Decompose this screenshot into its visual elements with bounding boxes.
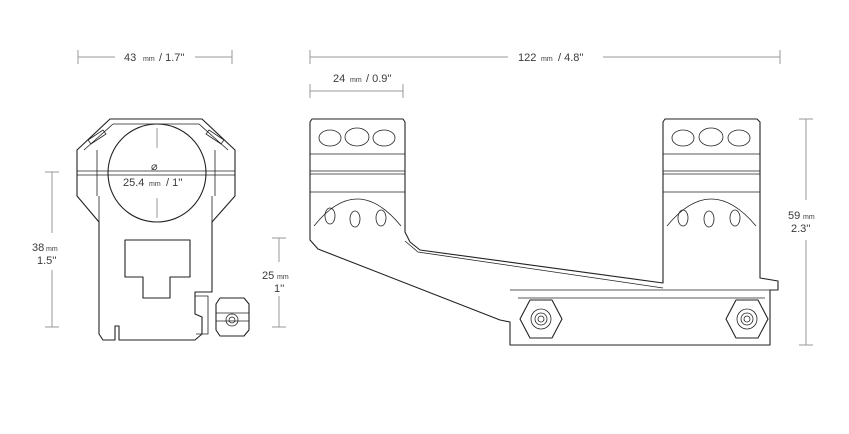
- center-height-dimension: 25 mm 1'': [262, 237, 289, 328]
- total-length-value: 122: [518, 52, 536, 64]
- side-height-dimension: 59 mm 2.3'': [788, 118, 815, 346]
- front-height-unit: mm: [46, 246, 58, 253]
- ring-width-dimension: 24 mm / 0.9'': [309, 73, 404, 98]
- front-width-value: 43: [124, 52, 136, 64]
- ring-width-imperial: / 0.9'': [366, 73, 392, 85]
- center-height-value: 25: [262, 270, 274, 282]
- center-height-unit: mm: [277, 274, 289, 281]
- center-height-imperial: 1'': [274, 283, 284, 295]
- front-height-imperial: 1.5'': [37, 255, 57, 267]
- front-width-dimension: 43 mm / 1.7'': [77, 50, 233, 64]
- left-bolt-icon: [519, 299, 563, 339]
- front-width-unit: mm: [143, 56, 155, 63]
- ring-diameter-imperial: / 1'': [166, 177, 182, 189]
- ring-width-unit: mm: [350, 77, 362, 84]
- total-length-imperial: / 4.8'': [558, 52, 584, 64]
- right-bolt-icon: [725, 299, 769, 339]
- scope-bore-circle: [107, 123, 207, 223]
- front-view: ⌀ 25.4 mm / 1'': [76, 118, 250, 341]
- front-height-value: 38: [32, 242, 44, 254]
- total-length-unit: mm: [541, 56, 553, 63]
- side-height-value: 59: [788, 210, 800, 222]
- side-height-imperial: 2.3'': [791, 223, 811, 235]
- total-length-dimension: 122 mm / 4.8'': [309, 50, 781, 64]
- side-view: [309, 118, 779, 346]
- side-height-unit: mm: [803, 214, 815, 221]
- ring-diameter-value: 25.4: [123, 177, 144, 189]
- ring-diameter-unit: mm: [149, 181, 161, 188]
- front-height-dimension: 38 mm 1.5'': [32, 171, 59, 328]
- front-width-imperial: / 1.7'': [159, 52, 185, 64]
- ring-diameter-symbol: ⌀: [151, 161, 158, 173]
- ring-width-value: 24: [333, 73, 345, 85]
